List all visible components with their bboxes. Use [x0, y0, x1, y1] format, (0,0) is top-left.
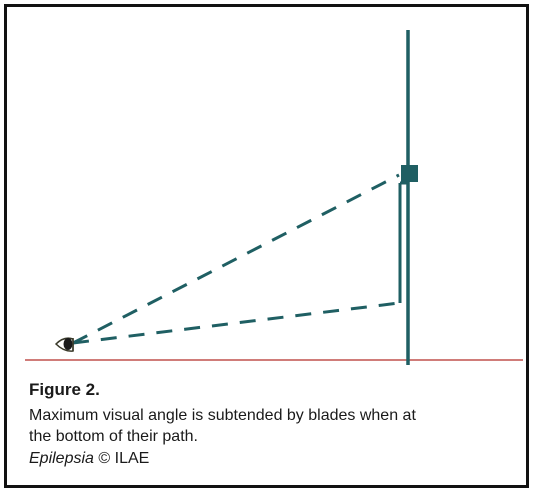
figure-frame: Figure 2. Maximum visual angle is subten…: [4, 4, 529, 488]
figure-caption: Figure 2. Maximum visual angle is subten…: [29, 379, 529, 469]
turbine-hub: [401, 165, 418, 182]
figure-title: Figure 2.: [29, 380, 100, 399]
journal-name: Epilepsia: [29, 450, 94, 467]
caption-text-line-1: Maximum visual angle is subtended by bla…: [29, 407, 416, 424]
eye-icon: [54, 337, 74, 352]
figure-credit: Epilepsia © ILAE: [29, 448, 529, 469]
copyright-holder: © ILAE: [93, 450, 150, 467]
sight-line-bottom: [72, 301, 400, 345]
diagram: [25, 30, 523, 365]
sight-line-top: [72, 173, 400, 345]
caption-text-line-2: the bottom of their path.: [29, 428, 198, 445]
